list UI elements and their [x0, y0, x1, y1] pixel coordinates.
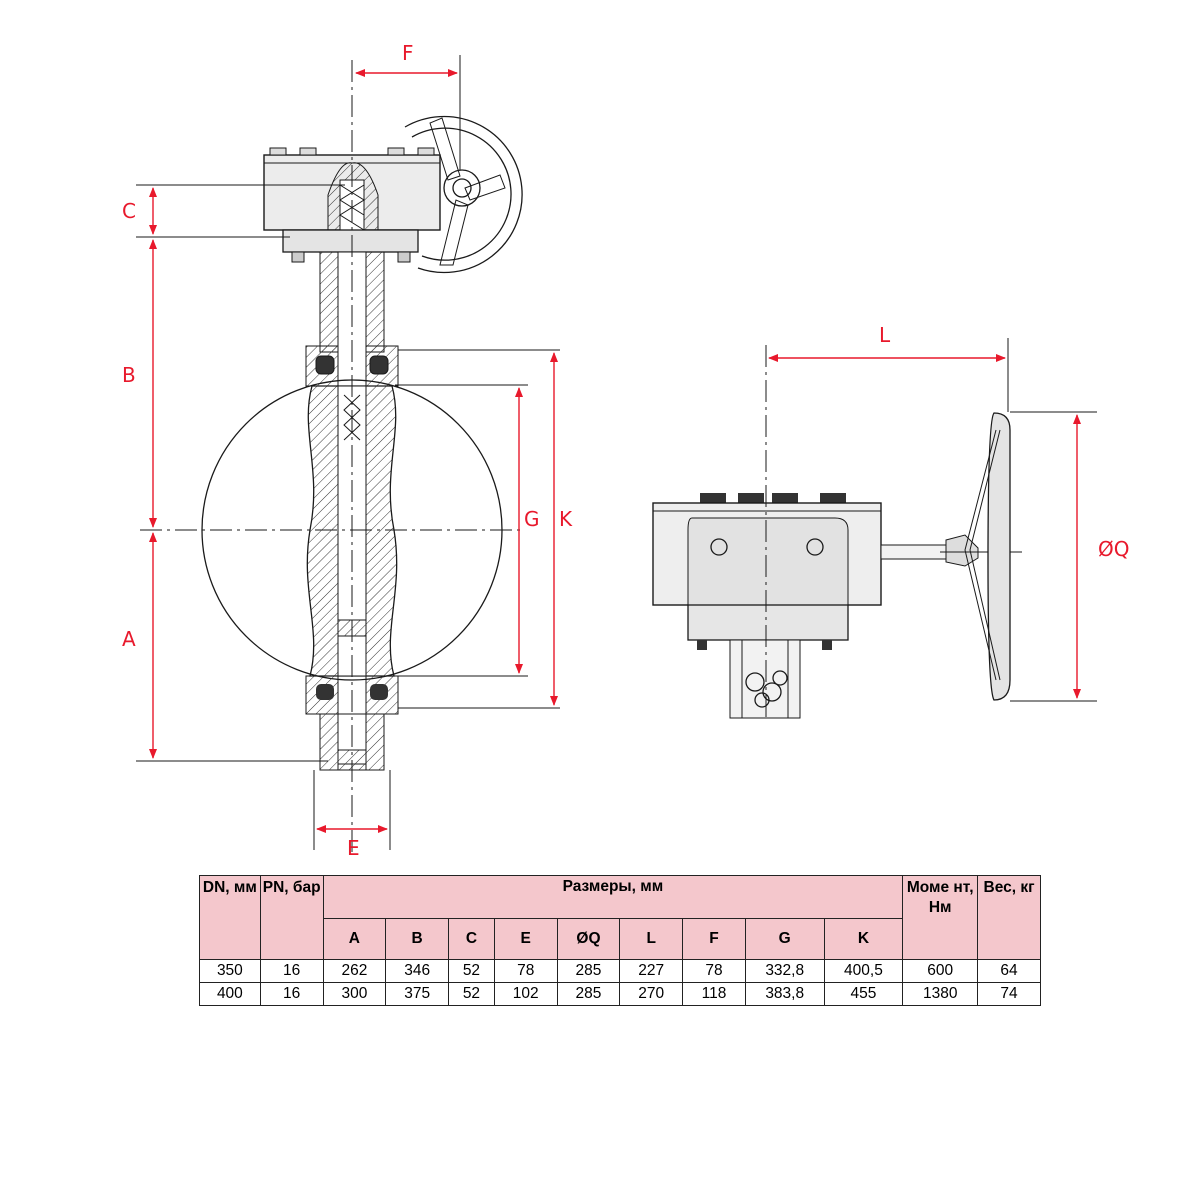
dim-label-b: B: [122, 363, 136, 387]
cell-f: 78: [682, 959, 746, 983]
dim-label-k: K: [559, 507, 573, 531]
dim-label-l: L: [879, 323, 891, 347]
cell-pn: 16: [259, 982, 324, 1006]
cell-l: 270: [619, 982, 684, 1006]
upper-seal: [305, 345, 399, 387]
side-dimensions: L ØQ: [768, 323, 1129, 702]
cell-b: 375: [385, 982, 450, 1006]
lower-seal: [305, 675, 399, 715]
dimensions-table: DN, мм PN, бар Размеры, мм Моме нт, Нм В…: [199, 875, 1041, 1006]
cell-moment: 1380: [902, 982, 979, 1006]
header-dimensions: Размеры, мм: [322, 875, 904, 919]
header-moment: Моме нт, Нм: [902, 875, 979, 960]
gearbox-front: [263, 147, 441, 263]
dim-label-c: C: [122, 199, 136, 223]
header-c: C: [448, 918, 495, 960]
side-view: [652, 345, 1022, 720]
cell-e: 102: [493, 982, 558, 1006]
cell-b: 346: [385, 959, 450, 983]
header-pn: PN, бар: [259, 875, 324, 960]
cell-k: 400,5: [823, 959, 904, 983]
front-dimensions: F C B A G K E: [122, 41, 573, 860]
header-f: F: [682, 918, 746, 960]
header-e: E: [493, 918, 558, 960]
cell-l: 227: [619, 959, 684, 983]
cell-e: 78: [493, 959, 558, 983]
cell-g: 383,8: [744, 982, 825, 1006]
cell-weight: 64: [977, 959, 1041, 983]
cell-dn: 350: [199, 959, 261, 983]
header-l: L: [619, 918, 684, 960]
cell-weight: 74: [977, 982, 1041, 1006]
header-dn: DN, мм: [199, 875, 261, 960]
header-g: G: [744, 918, 825, 960]
cell-k: 455: [823, 982, 904, 1006]
cell-dn: 400: [199, 982, 261, 1006]
header-weight: Вес, кг: [977, 875, 1041, 960]
header-q: ØQ: [556, 918, 621, 960]
header-k: K: [823, 918, 904, 960]
cell-c: 52: [448, 959, 495, 983]
cell-a: 262: [322, 959, 387, 983]
dim-label-a: A: [122, 627, 136, 651]
cell-q: 285: [556, 982, 621, 1006]
cell-g: 332,8: [744, 959, 825, 983]
front-view: [136, 55, 560, 855]
cell-pn: 16: [259, 959, 324, 983]
header-a: A: [322, 918, 387, 960]
table-row: 400 16 300 375 52 102 285 270 118 383,8 …: [199, 982, 1041, 1006]
cell-c: 52: [448, 982, 495, 1006]
dim-label-q: ØQ: [1098, 537, 1129, 561]
cell-q: 285: [556, 959, 621, 983]
dim-label-g: G: [524, 507, 540, 531]
cell-moment: 600: [902, 959, 979, 983]
header-b: B: [385, 918, 450, 960]
table-row: 350 16 262 346 52 78 285 227 78 332,8 40…: [199, 959, 1041, 983]
cell-f: 118: [682, 982, 746, 1006]
dim-label-f: F: [402, 41, 414, 65]
valve-drawing: F C B A G K E: [122, 41, 1129, 860]
handwheel-front: [404, 115, 523, 274]
cell-a: 300: [322, 982, 387, 1006]
dim-label-e: E: [347, 836, 360, 860]
lower-neck: [319, 713, 385, 771]
